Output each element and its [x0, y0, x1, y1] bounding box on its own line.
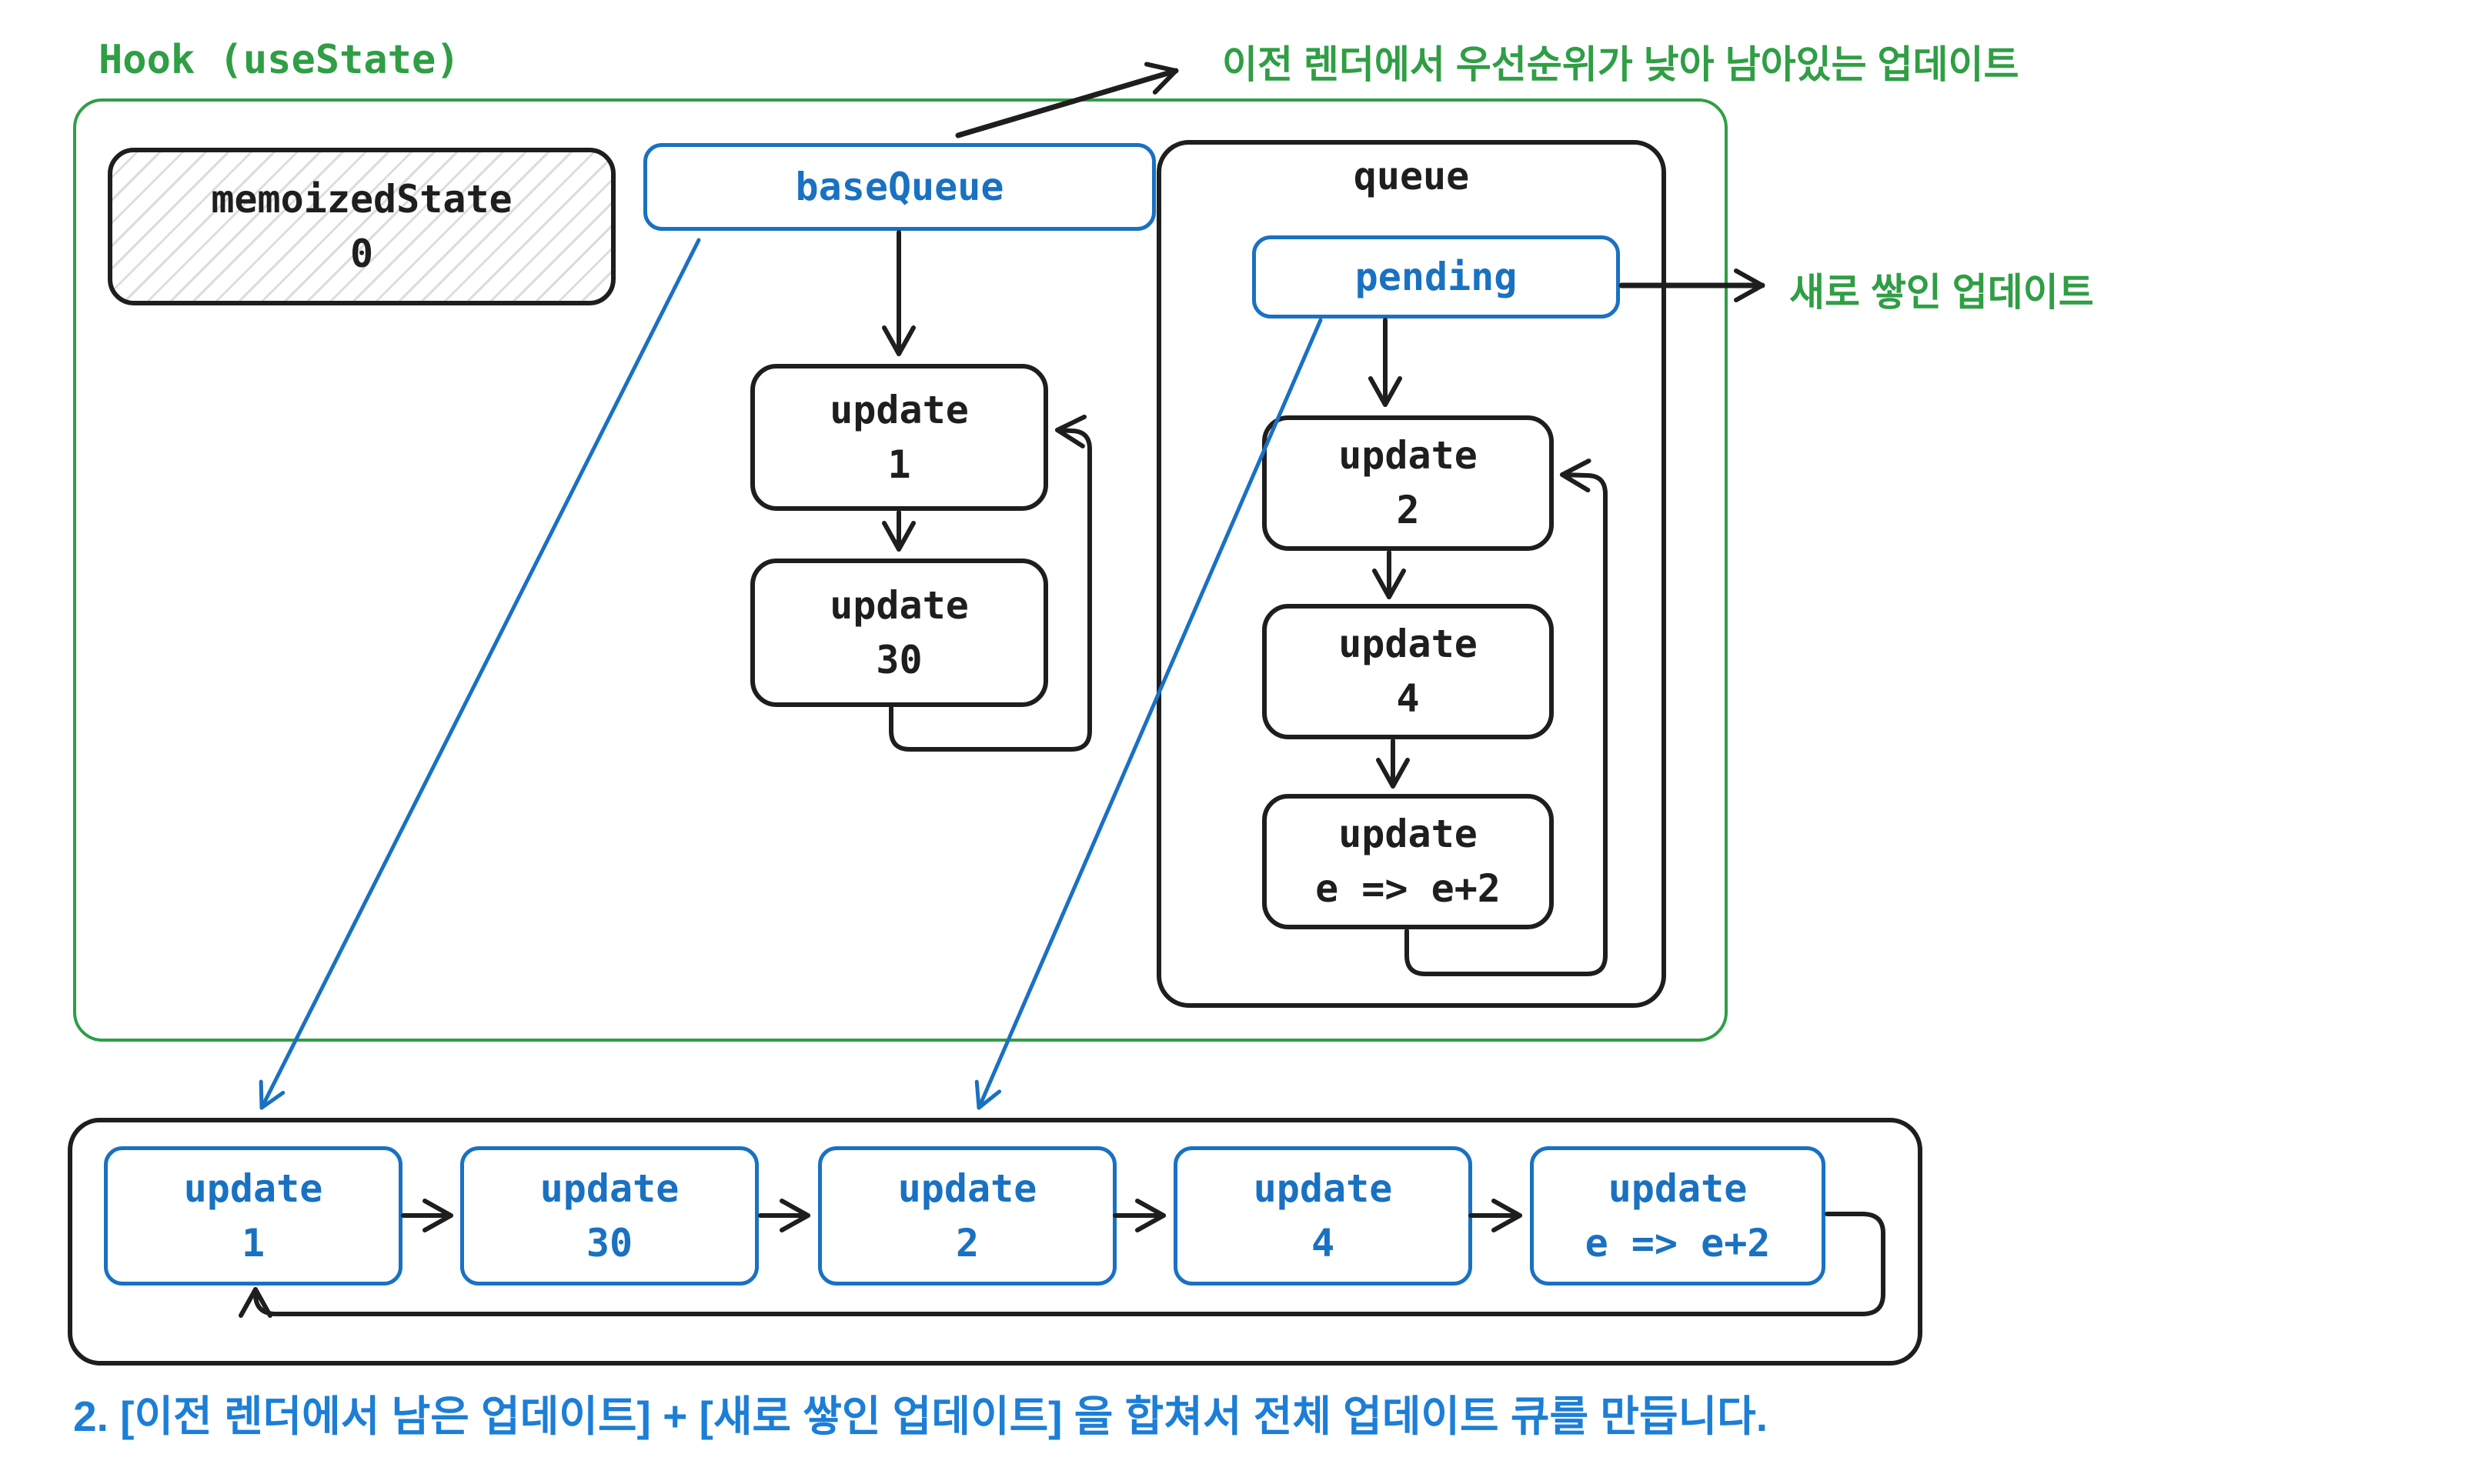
- pending-annotation: 새로 쌓인 업데이트: [1789, 271, 2094, 314]
- queue-update-4-value: 4: [1396, 676, 1420, 721]
- base-update-1-node: update 1: [750, 364, 1048, 511]
- merged-update-fn-value: e => e+2: [1585, 1220, 1771, 1266]
- queue-title: queue: [1353, 154, 1470, 198]
- hook-container: [73, 98, 1728, 1042]
- base-update-30-value: 30: [876, 637, 923, 682]
- memoized-state-value: 0: [349, 231, 374, 276]
- memoized-state-node: memoizedState 0: [108, 148, 616, 305]
- memoized-state-label: memoizedState: [211, 176, 513, 222]
- base-update-1-label: update: [830, 387, 969, 432]
- base-queue-node: baseQueue: [643, 143, 1156, 231]
- pending-node: pending: [1252, 235, 1620, 318]
- queue-update-2-label: update: [1338, 433, 1478, 478]
- pending-label: pending: [1354, 254, 1518, 299]
- base-update-30-label: update: [830, 582, 969, 628]
- merged-update-1-label: update: [183, 1166, 323, 1211]
- queue-update-fn-node: update e => e+2: [1262, 794, 1554, 929]
- queue-update-4-label: update: [1338, 622, 1478, 666]
- step-caption: 2. [이전 렌더에서 남은 업데이트] + [새로 쌓인 업데이트] 을 합쳐…: [73, 1392, 1768, 1440]
- merged-update-1-value: 1: [241, 1220, 266, 1266]
- merged-update-4-value: 4: [1311, 1220, 1335, 1266]
- merged-update-30-value: 30: [586, 1220, 633, 1266]
- queue-update-2-value: 2: [1396, 488, 1420, 532]
- base-update-30-node: update 30: [750, 559, 1048, 707]
- base-queue-label: baseQueue: [795, 164, 1004, 209]
- queue-update-fn-value: e => e+2: [1315, 866, 1501, 911]
- queue-update-fn-label: update: [1338, 812, 1478, 856]
- base-update-1-value: 1: [887, 442, 911, 487]
- merged-update-2-node: update 2: [818, 1146, 1117, 1286]
- merged-update-fn-node: update e => e+2: [1530, 1146, 1825, 1286]
- merged-update-4-label: update: [1253, 1166, 1393, 1211]
- queue-update-4-node: update 4: [1262, 604, 1554, 739]
- merged-update-4-node: update 4: [1174, 1146, 1472, 1286]
- hook-title: Hook (useState): [99, 37, 460, 83]
- merged-update-30-label: update: [539, 1166, 680, 1211]
- merged-update-2-label: update: [897, 1166, 1037, 1211]
- base-queue-annotation: 이전 렌더에서 우선순위가 낮아 남아있는 업데이트: [1222, 43, 2019, 86]
- merged-update-30-node: update 30: [460, 1146, 759, 1286]
- queue-update-2-node: update 2: [1262, 415, 1554, 551]
- merged-update-fn-label: update: [1608, 1166, 1748, 1211]
- merged-update-1-node: update 1: [104, 1146, 402, 1286]
- merged-update-2-value: 2: [955, 1220, 980, 1266]
